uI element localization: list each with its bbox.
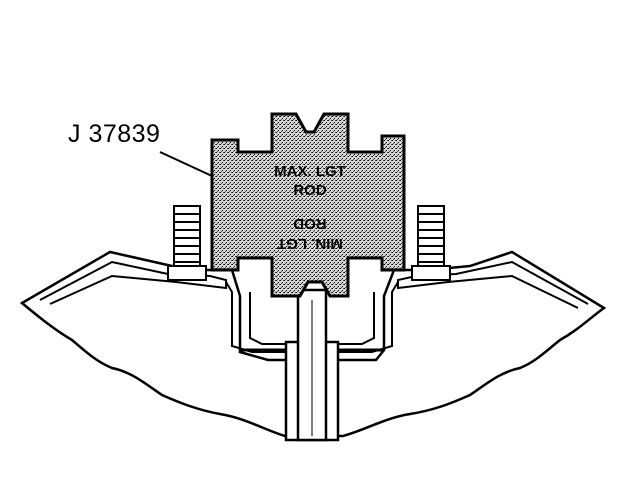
flange-right [397,260,589,309]
mount-housing-outline [19,250,607,438]
gauge-text-min-length-mirrored: MIN. LGT [277,235,343,252]
gauge-text-rod-top: ROD [293,182,327,199]
stud-right [411,205,451,281]
stud-left [167,205,207,281]
gauge-text-rod-mirrored: ROD [293,215,327,232]
rod-length-gauge-tool [210,112,406,298]
gauge-text-max-length: MAX. LGT [274,163,346,180]
tool-number-label: J 37839 [68,120,161,148]
flange-left [39,260,227,305]
callout-leader-line [159,151,213,177]
